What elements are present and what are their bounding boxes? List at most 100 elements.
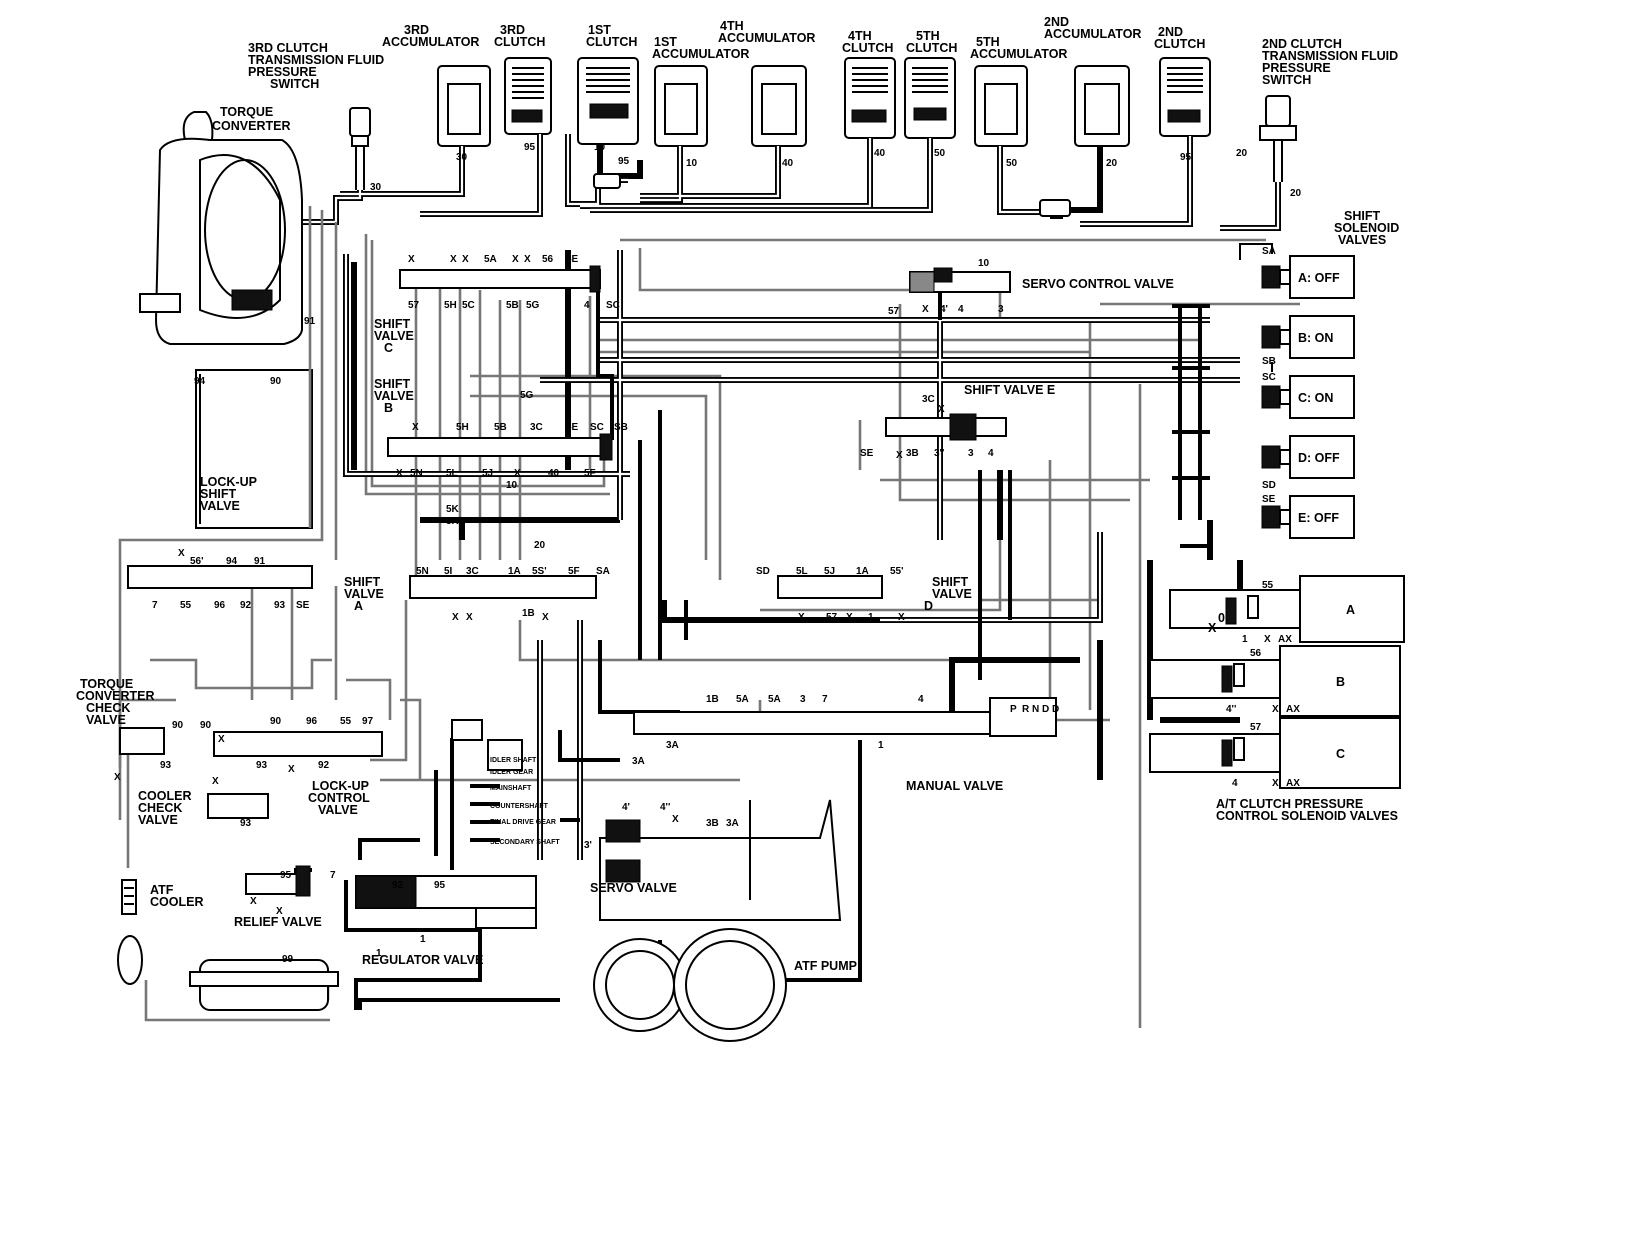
servo-valve	[599, 799, 842, 921]
label-servo-control-valve: SERVO CONTROL VALVE	[1022, 277, 1174, 291]
svg-text:X: X	[1272, 778, 1279, 789]
svg-text:X: X	[452, 612, 459, 623]
svg-text:X: X	[114, 772, 121, 783]
clutch1	[577, 57, 639, 145]
atc-b-label: B	[1336, 675, 1345, 689]
svg-text:X: X	[542, 612, 549, 623]
label-atf-pump: ATF PUMP	[794, 959, 857, 973]
svg-text:10: 10	[686, 158, 698, 169]
sensors-block	[451, 719, 523, 842]
svg-text:X: X	[462, 254, 469, 265]
svg-text:1A: 1A	[856, 566, 869, 577]
label-clutch3-switch: 3RD CLUTCH TRANSMISSION FLUID PRESSURE S…	[248, 41, 388, 91]
servo-control-valve	[909, 267, 1011, 293]
svg-text:3': 3'	[584, 840, 592, 851]
solenoid-e-box	[1289, 495, 1355, 539]
svg-text:3: 3	[968, 448, 974, 459]
accumulator3	[437, 65, 491, 147]
accumulator4	[751, 65, 807, 147]
svg-text:X: X	[938, 404, 945, 415]
svg-text:5F: 5F	[568, 566, 580, 577]
svg-text:3C: 3C	[530, 422, 543, 433]
svg-text:X: X	[922, 304, 929, 315]
svg-text:96: 96	[306, 716, 318, 727]
svg-text:55: 55	[340, 716, 352, 727]
solenoid-a-state: A: OFF	[1298, 271, 1340, 285]
svg-text:10: 10	[594, 142, 606, 153]
shift-valve-c	[399, 265, 601, 293]
svg-text:SC: SC	[606, 300, 620, 311]
svg-text:7: 7	[822, 694, 828, 705]
svg-text:AX: AX	[1286, 704, 1300, 715]
svg-text:X: X	[412, 422, 419, 433]
svg-text:1: 1	[376, 948, 382, 959]
svg-text:X: X	[896, 450, 903, 461]
port-sva: 5K 20 5N 5I 3C 1A 5S' 5F SA X X 1B X	[416, 516, 610, 623]
cooler-check-valve	[207, 793, 269, 819]
svg-text:95: 95	[618, 156, 630, 167]
svg-text:5E: 5E	[566, 422, 579, 433]
atc-a-label: A	[1346, 603, 1355, 617]
atc-c-body	[1149, 733, 1281, 773]
clutch2-pressure-switch	[1259, 95, 1297, 182]
svg-text:90: 90	[172, 720, 184, 731]
svg-text:0: 0	[1218, 611, 1225, 625]
svg-text:90: 90	[200, 720, 212, 731]
lockup-shift-valve-block	[195, 369, 313, 529]
svg-text:92: 92	[318, 760, 330, 771]
svg-text:X: X	[798, 612, 805, 623]
clutch4	[844, 57, 896, 139]
svg-text:5G: 5G	[526, 300, 540, 311]
svg-text:7: 7	[330, 870, 336, 881]
svg-text:3: 3	[998, 304, 1004, 315]
svg-text:D: D	[1042, 704, 1049, 715]
svg-text:56: 56	[542, 254, 554, 265]
label-regulator-valve: REGULATOR VALVE	[362, 953, 483, 967]
clutch3	[504, 57, 552, 135]
svg-text:3A: 3A	[632, 756, 645, 767]
svg-text:30: 30	[456, 152, 468, 163]
svg-text:5N: 5N	[416, 566, 429, 577]
svg-text:4: 4	[584, 300, 590, 311]
atc-b-body	[1149, 659, 1281, 699]
svg-text:SC: SC	[590, 422, 604, 433]
atc-a-box	[1299, 575, 1405, 643]
manual-valve	[633, 697, 1057, 737]
solenoid-d-box	[1289, 435, 1355, 479]
svg-text:91: 91	[254, 556, 266, 567]
svg-text:X: X	[276, 906, 283, 917]
svg-text:5A: 5A	[484, 254, 497, 265]
svg-text:95: 95	[1180, 152, 1192, 163]
shift-solenoids	[1239, 243, 1355, 539]
atc-c-port: 57	[1250, 722, 1262, 733]
svg-text:IDLER GEAR: IDLER GEAR	[490, 769, 533, 776]
svg-text:5K: 5K	[446, 516, 460, 527]
svg-text:X: X	[396, 468, 403, 479]
svg-text:93: 93	[274, 600, 286, 611]
manual-positions: P R N D D	[1010, 704, 1059, 715]
solenoid-c-box	[1289, 375, 1355, 419]
svg-text:X: X	[178, 548, 185, 559]
svg-text:93: 93	[160, 760, 172, 771]
solenoid-e-port: SE	[1262, 494, 1276, 505]
svg-text:10: 10	[978, 258, 990, 269]
svg-text:5G: 5G	[520, 390, 534, 401]
label-shift-valve-e: SHIFT VALVE E	[964, 383, 1055, 397]
svg-text:57: 57	[408, 300, 420, 311]
svg-text:7: 7	[152, 600, 158, 611]
svg-text:AX: AX	[1278, 634, 1292, 645]
svg-text:94: 94	[194, 376, 206, 387]
strainer	[117, 935, 339, 1011]
svg-text:3A: 3A	[726, 818, 739, 829]
